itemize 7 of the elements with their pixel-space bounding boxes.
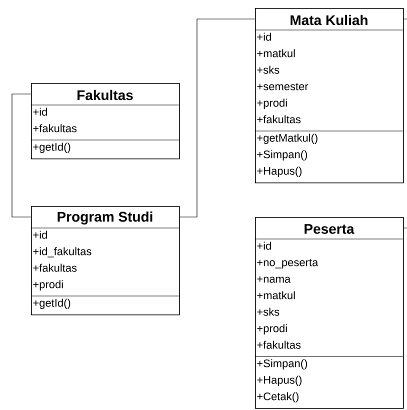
class-box: Fakultas +id +fakultas +getId() [30, 83, 180, 160]
class-box: Mata Kuliah +id +matkul +sks +semester +prodi +fakultas +getMatkul() +Simpan() +Hapus() [254, 8, 404, 184]
connector-line [404, 18, 407, 20]
connector-line [12, 94, 32, 218]
class-box: Peserta +id +no_peserta +nama +matkul +sks +prodi +fakultas +Simpan() +Hapus() +Cetak() [254, 217, 404, 409]
class-box: Program Studi +id +id_fakultas +fakultas +prodi +getId() [30, 206, 180, 316]
connector-line [180, 18, 256, 218]
